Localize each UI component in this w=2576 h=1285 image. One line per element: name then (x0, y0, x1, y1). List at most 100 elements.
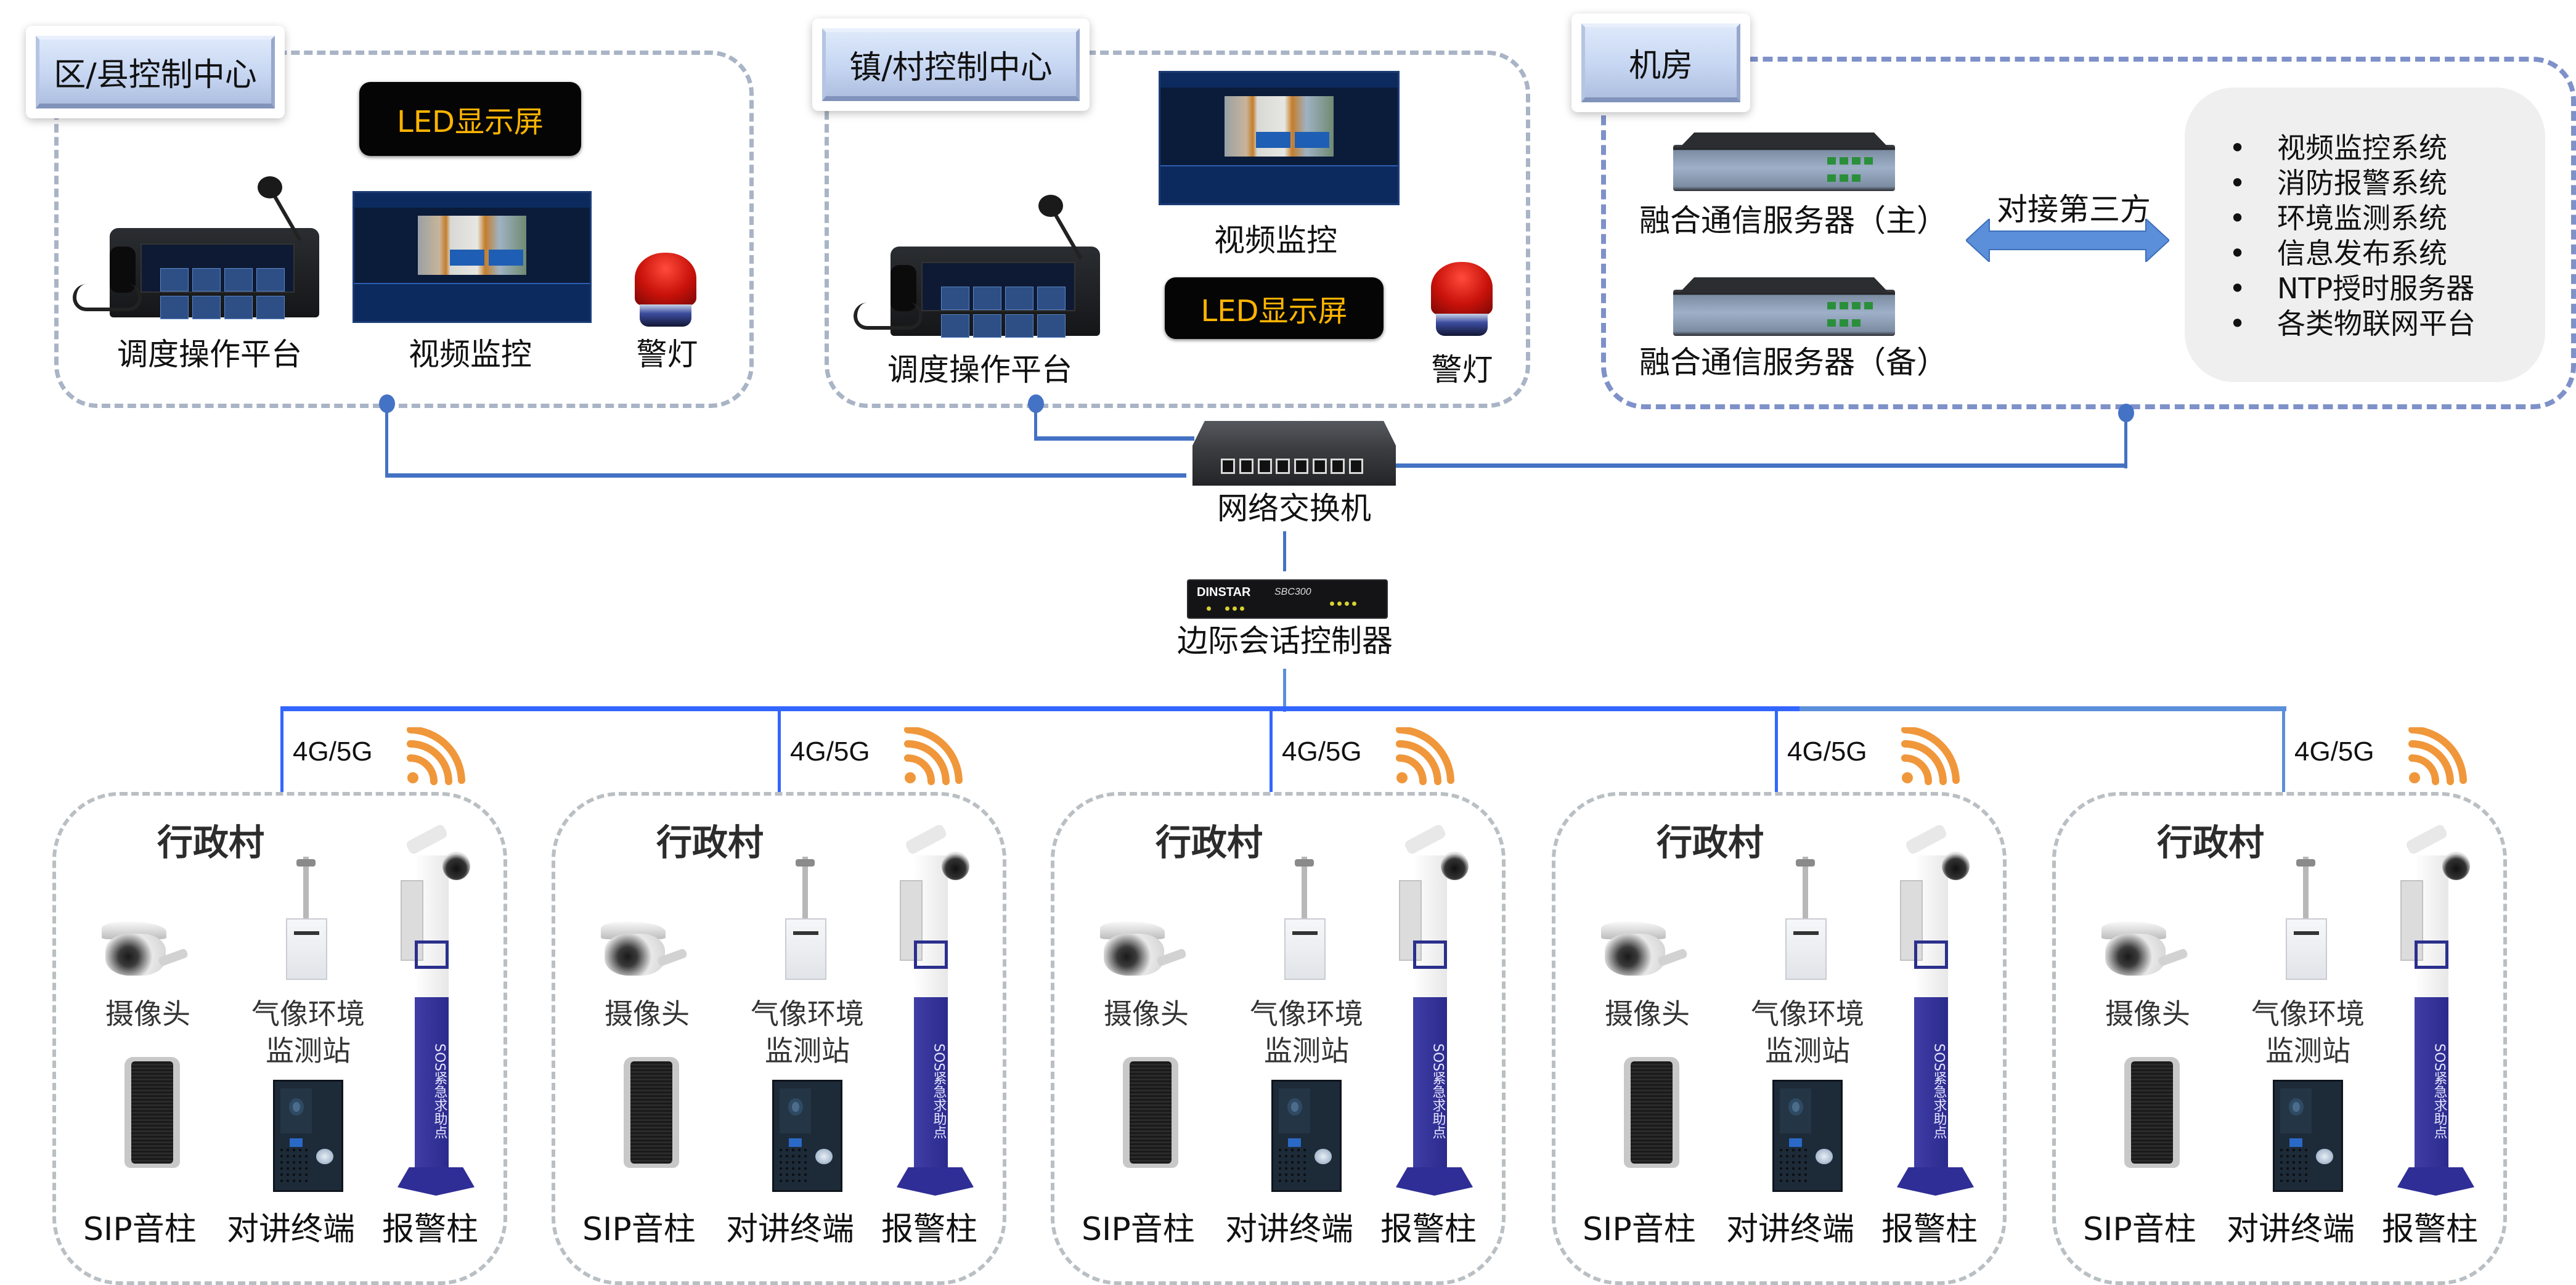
sip-speaker-label: SIP音柱 (1082, 1211, 1195, 1248)
wireless-signal-icon (904, 727, 963, 785)
village-bus-line (280, 706, 1803, 711)
district-center-group (54, 51, 754, 408)
network-type-label: 4G/5G (1282, 736, 1362, 767)
town-console-label: 调度操作平台 (887, 352, 1072, 388)
camera-icon (1100, 921, 1188, 989)
server-room-link-vertical (2124, 419, 2127, 468)
village-title: 行政村 (1657, 822, 1764, 863)
village-bus-line-extension (1800, 706, 2286, 711)
intercom-terminal-label: 对讲终端 (227, 1211, 356, 1248)
third-party-system-item: NTP授时服务器 (2229, 271, 2476, 306)
town-center-group (825, 51, 1530, 408)
village-drop-line (2282, 709, 2285, 792)
village-title: 行政村 (1156, 822, 1263, 863)
network-type-label: 4G/5G (2294, 736, 2374, 767)
third-party-systems-list: 视频监控系统 消防报警系统 环境监测系统 信息发布系统 NTP授时服务器 各类物… (2229, 131, 2476, 341)
sbc-label: 边际会话控制器 (1177, 623, 1393, 659)
district-center-title: 区/县控制中心 (36, 36, 275, 108)
weather-station-label-line2: 监测站 (266, 1034, 351, 1067)
sbc-brand: DINSTAR (1197, 585, 1251, 599)
sos-alarm-pillar-icon: SOS紧急求助点 (397, 823, 475, 1196)
weather-station-label-line1: 气像环境 (251, 997, 365, 1030)
sip-speaker-icon (124, 1057, 180, 1168)
intercom-terminal-label: 对讲终端 (1726, 1211, 1855, 1248)
camera-label: 摄像头 (2105, 997, 2190, 1030)
weather-station-label-line2: 监测站 (765, 1034, 850, 1067)
town-light-label: 警灯 (1431, 352, 1493, 388)
server-main-label: 融合通信服务器（主） (1639, 203, 1947, 239)
wireless-signal-icon (2408, 727, 2467, 785)
weather-station-label-line2: 监测站 (2265, 1034, 2350, 1067)
third-party-systems-panel: 视频监控系统 消防报警系统 环境监测系统 信息发布系统 NTP授时服务器 各类物… (2185, 88, 2545, 382)
town-video-label: 视频监控 (1214, 222, 1337, 258)
rack-server-icon (1673, 290, 1895, 336)
weather-station-label-line1: 气像环境 (751, 997, 864, 1030)
camera-label: 摄像头 (1605, 997, 1690, 1030)
weather-station-icon (1774, 857, 1838, 980)
intercom-terminal-icon (1772, 1080, 1843, 1192)
wireless-signal-icon (1396, 727, 1454, 785)
intercom-terminal-icon (273, 1080, 343, 1192)
intercom-terminal-icon (2273, 1080, 2343, 1192)
network-type-label: 4G/5G (1787, 736, 1867, 767)
alarm-pillar-label: 报警柱 (382, 1211, 479, 1248)
sbc-bus-link (1283, 669, 1286, 712)
intercom-terminal-label: 对讲终端 (726, 1211, 855, 1248)
district-console-label: 调度操作平台 (117, 337, 302, 372)
sip-speaker-icon (624, 1057, 679, 1168)
bidirectional-arrow-icon (1966, 219, 2169, 262)
weather-station-label-line1: 气像环境 (1751, 997, 1864, 1030)
camera-label: 摄像头 (1104, 997, 1189, 1030)
village-drop-line (1270, 709, 1273, 792)
town-link-vertical (1034, 410, 1037, 439)
camera-label: 摄像头 (105, 997, 190, 1030)
district-led-screen: LED显示屏 (359, 82, 581, 156)
wireless-signal-icon (407, 727, 465, 785)
server-backup-label: 融合通信服务器（备） (1639, 345, 1947, 380)
camera-icon (1601, 921, 1689, 989)
server-room-title-label: 机房 (1571, 14, 1750, 112)
third-party-arrow-label: 对接第三方 (1997, 192, 2151, 227)
village-title: 行政村 (157, 822, 265, 863)
server-room-link-horizontal (1396, 463, 2127, 468)
village-title: 行政村 (656, 822, 764, 863)
weather-station-label-line1: 气像环境 (2251, 997, 2365, 1030)
town-center-title: 镇/村控制中心 (822, 28, 1080, 101)
network-switch-label: 网络交换机 (1217, 491, 1371, 526)
alarm-pillar-label: 报警柱 (1881, 1211, 1978, 1248)
sip-speaker-icon (1624, 1057, 1679, 1168)
server-room-group (1601, 57, 2576, 409)
village-drop-line (280, 709, 283, 792)
third-party-system-item: 环境监测系统 (2229, 201, 2476, 236)
sbc-model: SBC300 (1274, 587, 1311, 597)
town-led-screen: LED显示屏 (1165, 277, 1384, 339)
intercom-terminal-label: 对讲终端 (2227, 1211, 2355, 1248)
network-type-label: 4G/5G (293, 736, 373, 767)
sip-speaker-icon (2124, 1057, 2180, 1168)
weather-station-icon (773, 857, 838, 980)
district-link-horizontal (385, 473, 1186, 478)
third-party-system-item: 视频监控系统 (2229, 131, 2476, 166)
weather-station-icon (2274, 857, 2339, 980)
network-type-label: 4G/5G (790, 736, 870, 767)
sip-speaker-icon (1123, 1057, 1178, 1168)
warning-light-icon (1431, 262, 1493, 336)
village-drop-line (778, 709, 781, 792)
village-drop-line (1775, 709, 1778, 792)
camera-icon (601, 921, 688, 989)
warning-light-icon (635, 253, 696, 327)
intercom-terminal-icon (772, 1080, 842, 1192)
alarm-pillar-label: 报警柱 (881, 1211, 978, 1248)
dispatch-console-icon (73, 176, 319, 319)
alarm-pillar-label: 报警柱 (1380, 1211, 1477, 1248)
district-center-title-label: 区/县控制中心 (26, 26, 285, 118)
sos-alarm-pillar-icon: SOS紧急求助点 (1396, 823, 1473, 1196)
intercom-terminal-icon (1271, 1080, 1342, 1192)
sos-alarm-pillar-icon: SOS紧急求助点 (2397, 823, 2474, 1196)
weather-station-icon (274, 857, 339, 980)
network-switch-icon (1192, 421, 1396, 486)
sos-pillar-text: SOS紧急求助点 (2414, 997, 2448, 1175)
district-video-label: 视频监控 (409, 337, 532, 372)
village-title: 行政村 (2157, 822, 2265, 863)
dispatch-console-icon (854, 195, 1100, 338)
